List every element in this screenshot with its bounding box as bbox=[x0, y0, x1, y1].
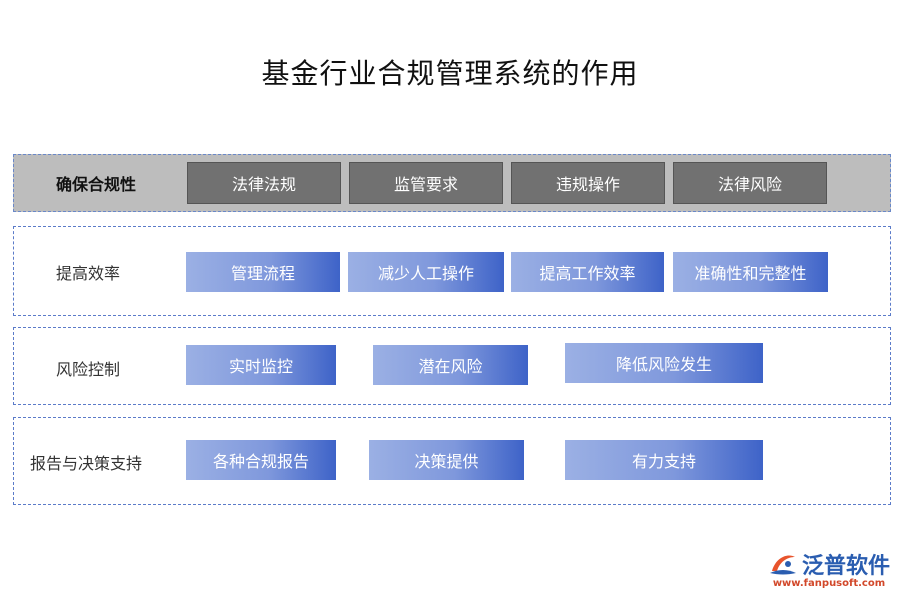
row-report-decision: 报告与决策支持 各种合规报告 决策提供 有力支持 bbox=[13, 417, 891, 505]
page-title: 基金行业合规管理系统的作用 bbox=[261, 57, 639, 90]
row-label: 风险控制 bbox=[56, 360, 121, 379]
item-box: 监管要求 bbox=[349, 162, 503, 204]
item-box: 潜在风险 bbox=[373, 345, 528, 385]
row-label: 报告与决策支持 bbox=[30, 454, 143, 473]
item-box: 提高工作效率 bbox=[511, 252, 664, 292]
item-box: 准确性和完整性 bbox=[673, 252, 828, 292]
brand-url: www.fanpusoft.com bbox=[772, 578, 886, 589]
fanpu-logo-icon bbox=[769, 555, 796, 575]
row-label: 确保合规性 bbox=[56, 175, 137, 194]
item-box: 有力支持 bbox=[565, 440, 763, 480]
row-improve-efficiency: 提高效率 管理流程 减少人工操作 提高工作效率 准确性和完整性 bbox=[13, 226, 891, 316]
item-box: 法律风险 bbox=[673, 162, 827, 204]
item-box: 管理流程 bbox=[186, 252, 340, 292]
item-box: 减少人工操作 bbox=[348, 252, 504, 292]
item-box: 法律法规 bbox=[187, 162, 341, 204]
row-label: 提高效率 bbox=[56, 264, 121, 283]
brand-name: 泛普软件 bbox=[801, 554, 890, 579]
item-box: 各种合规报告 bbox=[186, 440, 336, 480]
item-box: 降低风险发生 bbox=[565, 343, 763, 383]
item-box: 违规操作 bbox=[511, 162, 665, 204]
row-risk-control: 风险控制 实时监控 潜在风险 降低风险发生 bbox=[13, 327, 891, 405]
row-ensure-compliance: 确保合规性 法律法规 监管要求 违规操作 法律风险 bbox=[13, 154, 891, 212]
item-box: 决策提供 bbox=[369, 440, 524, 480]
brand-watermark: 泛普软件 www.fanpusoft.com bbox=[768, 548, 890, 589]
item-box: 实时监控 bbox=[186, 345, 336, 385]
